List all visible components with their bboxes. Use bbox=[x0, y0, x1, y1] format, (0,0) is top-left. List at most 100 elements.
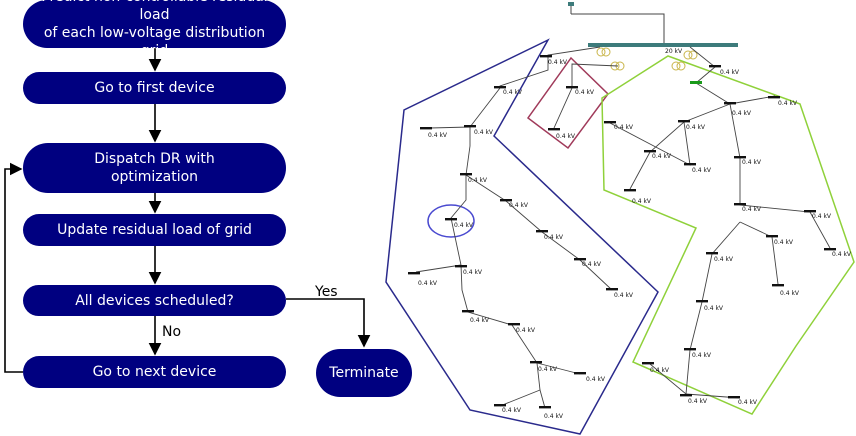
lv-bus: 0.4 kV bbox=[606, 288, 634, 299]
decision-all-scheduled: All devices scheduled? bbox=[23, 285, 286, 316]
lv-line bbox=[450, 87, 546, 409]
lv-bus: 0.4 kV bbox=[540, 55, 568, 66]
lv-line bbox=[429, 126, 471, 129]
lv-bus: 0.4 kV bbox=[500, 199, 529, 209]
flowchart-connectors bbox=[4, 48, 371, 373]
svg-text:0.4 kV: 0.4 kV bbox=[538, 366, 558, 373]
svg-text:0.4 kV: 0.4 kV bbox=[774, 239, 794, 246]
svg-text:0.4 kV: 0.4 kV bbox=[428, 132, 448, 139]
lv-bus: 0.4 kV bbox=[460, 173, 488, 184]
transformer-icon bbox=[596, 47, 606, 57]
svg-text:0.4 kV: 0.4 kV bbox=[582, 261, 602, 268]
lv-line bbox=[729, 103, 831, 249]
lv-bus: 0.4 kV bbox=[824, 248, 852, 258]
lv-bus: 0.4 kV bbox=[724, 102, 752, 117]
center-grid-outline bbox=[526, 56, 609, 150]
transformer-icon bbox=[676, 61, 686, 71]
no-label: No bbox=[162, 324, 182, 340]
lv-bus: 0.4 kV bbox=[709, 65, 740, 76]
transformer-icon bbox=[671, 61, 681, 71]
lv-bus: 0.4 kV bbox=[624, 189, 652, 205]
transformer-icon bbox=[688, 50, 698, 60]
green-bus-marker bbox=[690, 81, 702, 84]
transformer-icon bbox=[683, 50, 693, 60]
lv-line bbox=[553, 63, 619, 129]
step-predict-load: Predict non-controllable residual loadof… bbox=[23, 0, 286, 59]
step-update-load: Update residual load of grid bbox=[23, 214, 286, 246]
svg-text:0.4 kV: 0.4 kV bbox=[454, 222, 474, 229]
svg-text:0.4 kV: 0.4 kV bbox=[502, 407, 522, 414]
svg-text:0.4 kV: 0.4 kV bbox=[509, 202, 529, 209]
step-dispatch-dr-line1: Dispatch DR with bbox=[94, 151, 215, 167]
mv-voltage-label: 20 kV bbox=[665, 48, 683, 55]
svg-text:0.4 kV: 0.4 kV bbox=[778, 100, 798, 107]
step-first-device: Go to first device bbox=[23, 72, 286, 104]
svg-text:0.4 kV: 0.4 kV bbox=[556, 133, 576, 140]
svg-text:0.4 kV: 0.4 kV bbox=[732, 110, 752, 117]
lv-bus: 0.4 kV bbox=[455, 265, 483, 276]
step-dispatch-dr: Dispatch DR with optimization bbox=[23, 143, 286, 193]
lv-bus: 0.4 kV bbox=[408, 272, 438, 287]
svg-text:0.4 kV: 0.4 kV bbox=[738, 399, 758, 406]
left-grid-outline bbox=[385, 38, 659, 435]
svg-text:0.4 kV: 0.4 kV bbox=[575, 89, 595, 96]
lv-bus: 0.4 kV bbox=[445, 218, 474, 229]
svg-text:0.4 kV: 0.4 kV bbox=[463, 269, 483, 276]
svg-text:0.4 kV: 0.4 kV bbox=[650, 367, 670, 374]
step-predict-load-line2: of each low-voltage distribution grid bbox=[43, 25, 266, 59]
lv-bus: 0.4 kV bbox=[494, 86, 523, 96]
lv-bus: 0.4 kV bbox=[734, 203, 762, 213]
lv-bus: 0.4 kV bbox=[684, 163, 712, 174]
lv-bus: 0.4 kV bbox=[680, 394, 708, 405]
lv-line bbox=[499, 389, 541, 407]
lv-bus: 0.4 kV bbox=[539, 406, 564, 420]
lv-line bbox=[465, 174, 613, 291]
lv-line bbox=[649, 221, 741, 395]
svg-text:0.4 kV: 0.4 kV bbox=[614, 124, 634, 131]
svg-text:0.4 kV: 0.4 kV bbox=[470, 317, 490, 324]
svg-text:0.4 kV: 0.4 kV bbox=[474, 129, 494, 136]
lv-bus: 0.4 kV bbox=[706, 252, 734, 263]
svg-text:0.4 kV: 0.4 kV bbox=[714, 256, 734, 263]
lv-line bbox=[415, 264, 462, 273]
external-grid-feed bbox=[568, 2, 574, 6]
arrow-loop-back bbox=[4, 162, 23, 373]
lv-line bbox=[739, 221, 779, 285]
svg-text:0.4 kV: 0.4 kV bbox=[780, 290, 800, 297]
svg-text:0.4 kV: 0.4 kV bbox=[742, 159, 762, 166]
lv-bus: 0.4 kV bbox=[734, 156, 762, 166]
step-predict-load-line1: Predict non-controllable residual load bbox=[41, 0, 267, 23]
arrow-yes bbox=[286, 298, 371, 348]
svg-text:0.4 kV: 0.4 kV bbox=[720, 69, 740, 76]
yes-label: Yes bbox=[315, 284, 338, 300]
feed-line-route bbox=[571, 13, 665, 44]
lv-bus: 0.4 kV bbox=[772, 284, 800, 297]
svg-text:0.4 kV: 0.4 kV bbox=[832, 251, 852, 258]
lv-bus: 0.4 kV bbox=[678, 120, 706, 131]
svg-text:0.4 kV: 0.4 kV bbox=[812, 213, 832, 220]
lv-bus: 0.4 kV bbox=[566, 86, 595, 96]
lv-bus: 0.4 kV bbox=[494, 404, 522, 414]
step-next-device: Go to next device bbox=[23, 356, 286, 388]
lv-bus: 0.4 kV bbox=[766, 235, 794, 246]
svg-text:0.4 kV: 0.4 kV bbox=[686, 124, 706, 131]
svg-text:0.4 kV: 0.4 kV bbox=[503, 89, 523, 96]
lv-bus: 0.4 kV bbox=[530, 361, 558, 373]
svg-text:0.4 kV: 0.4 kV bbox=[468, 177, 488, 184]
lv-bus: 0.4 kV bbox=[684, 348, 712, 359]
transformer-icon bbox=[601, 47, 611, 57]
svg-text:0.4 kV: 0.4 kV bbox=[516, 327, 536, 334]
lv-line bbox=[536, 362, 581, 375]
lv-bus: 0.4 kV bbox=[548, 128, 576, 140]
svg-text:0.4 kV: 0.4 kV bbox=[548, 59, 568, 66]
mv-busbar bbox=[588, 43, 738, 47]
lv-bus: 0.4 kV bbox=[804, 210, 832, 220]
lv-bus: 0.4 kV bbox=[536, 230, 564, 241]
lv-line bbox=[629, 103, 731, 190]
distribution-network-diagram: 20 kV 0.4 kV 0.4 kV 0.4 kV 0.4 kV 0.4 bbox=[385, 2, 855, 435]
highlighted-node-circle bbox=[427, 204, 475, 238]
step-dispatch-dr-line2: optimization bbox=[110, 169, 199, 185]
svg-text:0.4 kV: 0.4 kV bbox=[688, 398, 708, 405]
svg-text:0.4 kV: 0.4 kV bbox=[586, 376, 606, 383]
svg-text:0.4 kV: 0.4 kV bbox=[704, 305, 724, 312]
